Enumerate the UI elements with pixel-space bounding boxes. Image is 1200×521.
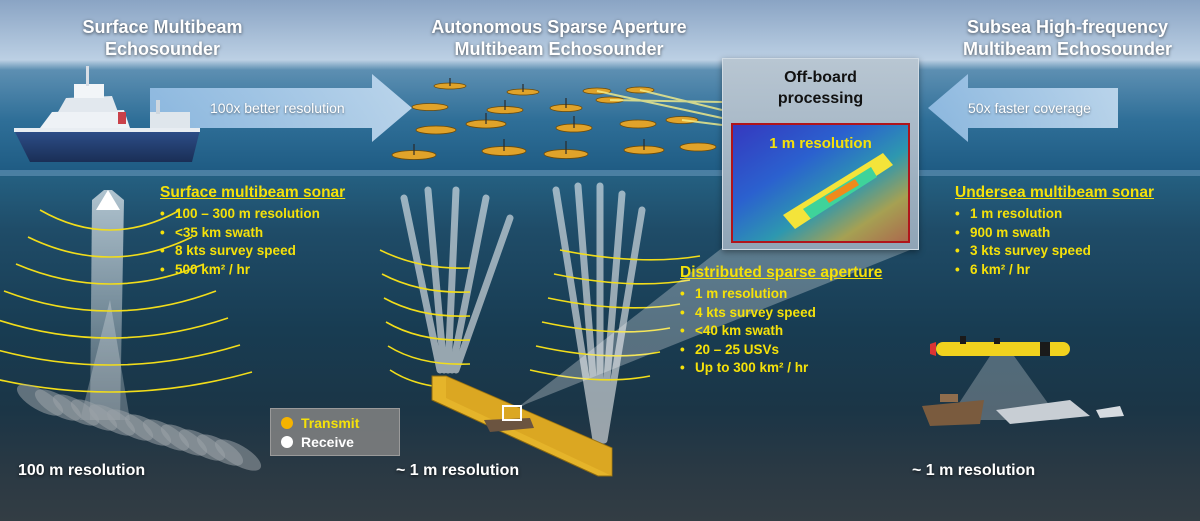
spec-item: <40 km swath — [680, 322, 882, 341]
resolution-gain-label: 100x better resolution — [210, 100, 345, 116]
beam-line — [400, 194, 444, 374]
spec-item: Up to 300 km² / hr — [680, 359, 882, 378]
subsea-multibeam-title: Subsea High-frequency Multibeam Echosoun… — [940, 16, 1195, 60]
spec-item: 20 – 25 USVs — [680, 341, 882, 360]
comms-links — [596, 89, 723, 126]
undersea-sonar-specs: 1 m resolution 900 m swath 3 kts survey … — [955, 205, 1154, 279]
surface-sonar-beams — [80, 190, 130, 420]
sea-surface-line — [0, 170, 1200, 176]
spec-item: 1 m resolution — [680, 285, 882, 304]
usv-fleet — [391, 82, 717, 160]
wavefront-arc — [529, 369, 651, 381]
receive-dot-icon — [281, 436, 293, 448]
transmit-dot-icon — [281, 417, 293, 429]
right-arrow — [928, 74, 1118, 142]
beam-line — [598, 190, 626, 444]
spec-item: 6 km² / hr — [955, 261, 1154, 280]
spec-item: 8 kts survey speed — [160, 242, 345, 261]
left-arrow — [150, 74, 412, 142]
survey-ship — [14, 66, 200, 162]
coverage-gain-label: 50x faster coverage — [968, 100, 1091, 116]
wavefront-arc — [381, 273, 471, 293]
distributed-aperture-title: Distributed sparse aperture — [680, 264, 883, 281]
surface-footprint — [16, 384, 262, 471]
wavefront-arc — [0, 317, 229, 339]
sparse-aperture-beams — [400, 182, 646, 444]
seafloor-objects — [922, 394, 1124, 426]
distributed-aperture-specs: 1 m resolution 4 kts survey speed <40 km… — [680, 285, 882, 378]
undersea-sonar-panel: Undersea multibeam sonar 1 m resolution … — [955, 184, 1154, 279]
spec-item: <35 km swath — [160, 224, 345, 243]
spec-item: 100 – 300 m resolution — [160, 205, 345, 224]
wavefront-arc — [385, 321, 471, 341]
sparse-resolution-label: ~ 1 m resolution — [396, 462, 520, 479]
spec-item: 4 kts survey speed — [680, 304, 882, 323]
beam-line — [448, 194, 490, 374]
beam-line — [574, 182, 602, 444]
offboard-title: Off-board processing — [723, 67, 918, 109]
bathymetry-image — [733, 125, 908, 241]
surface-title-line-2: Echosounder — [104, 39, 220, 59]
legend-receive: Receive — [281, 434, 354, 450]
legend-transmit: Transmit — [281, 415, 359, 431]
wavefront-arc — [387, 345, 471, 365]
spec-item: 3 kts survey speed — [955, 242, 1154, 261]
surface-resolution-label: 100 m resolution — [18, 462, 146, 479]
surface-title-line-1: Surface Multibeam — [82, 17, 243, 37]
wavefront-arc — [535, 345, 661, 357]
bathymetry-resolution-label: 1 m resolution — [769, 135, 872, 152]
wavefront-arc — [0, 371, 253, 393]
spec-item: 1 m resolution — [955, 205, 1154, 224]
spec-item: 500 km² / hr — [160, 261, 345, 280]
usv-masts — [413, 78, 645, 155]
wavefront-arc — [383, 297, 471, 317]
wavefront-arc — [541, 321, 671, 333]
wavefront-arc — [547, 297, 681, 309]
wavefront-arc — [0, 344, 241, 366]
offboard-title-line-1: Off-board — [784, 69, 857, 86]
sparse-title-line-1: Autonomous Sparse Aperture — [431, 17, 687, 37]
undersea-sonar-title: Undersea multibeam sonar — [955, 184, 1154, 201]
legend-transmit-label: Transmit — [301, 415, 360, 431]
beam-line — [452, 214, 514, 374]
offboard-title-line-2: processing — [777, 90, 864, 107]
footprint-ellipse — [214, 439, 262, 471]
surface-sonar-specs: 100 – 300 m resolution <35 km swath 8 kt… — [160, 205, 345, 279]
zoom-cone — [512, 248, 915, 412]
surface-sonar-panel: Surface multibeam sonar 100 – 300 m reso… — [160, 184, 345, 279]
distributed-aperture-panel: Distributed sparse aperture 1 m resoluti… — [680, 264, 882, 378]
wavefront-arc — [379, 249, 471, 269]
legend-receive-label: Receive — [301, 434, 354, 450]
subsea-title-line-2: Multibeam Echosounder — [962, 39, 1173, 59]
sparse-wavefronts — [379, 249, 701, 389]
wavefront-arc — [3, 290, 217, 312]
wavefront-arc — [553, 273, 691, 285]
subsea-resolution-label: ~ 1 m resolution — [912, 462, 1036, 479]
surface-sonar-title: Surface multibeam sonar — [160, 184, 346, 201]
spec-item: 900 m swath — [955, 224, 1154, 243]
sparse-aperture-title: Autonomous Sparse Aperture Multibeam Ech… — [398, 16, 720, 60]
offboard-processing-panel: Off-board processing 1 m resolution — [722, 58, 919, 250]
auv-vehicle — [930, 336, 1070, 356]
surface-multibeam-title: Surface Multibeam Echosounder — [55, 16, 270, 60]
legend: Transmit Receive — [270, 408, 400, 456]
bathymetry-map: 1 m resolution — [731, 123, 910, 243]
sparse-title-line-2: Multibeam Echosounder — [454, 39, 664, 59]
wreck-target — [484, 405, 534, 432]
wavefront-arc — [559, 249, 701, 261]
beam-line — [600, 206, 646, 444]
subsea-title-line-1: Subsea High-frequency — [966, 17, 1169, 37]
beam-line — [552, 186, 600, 444]
